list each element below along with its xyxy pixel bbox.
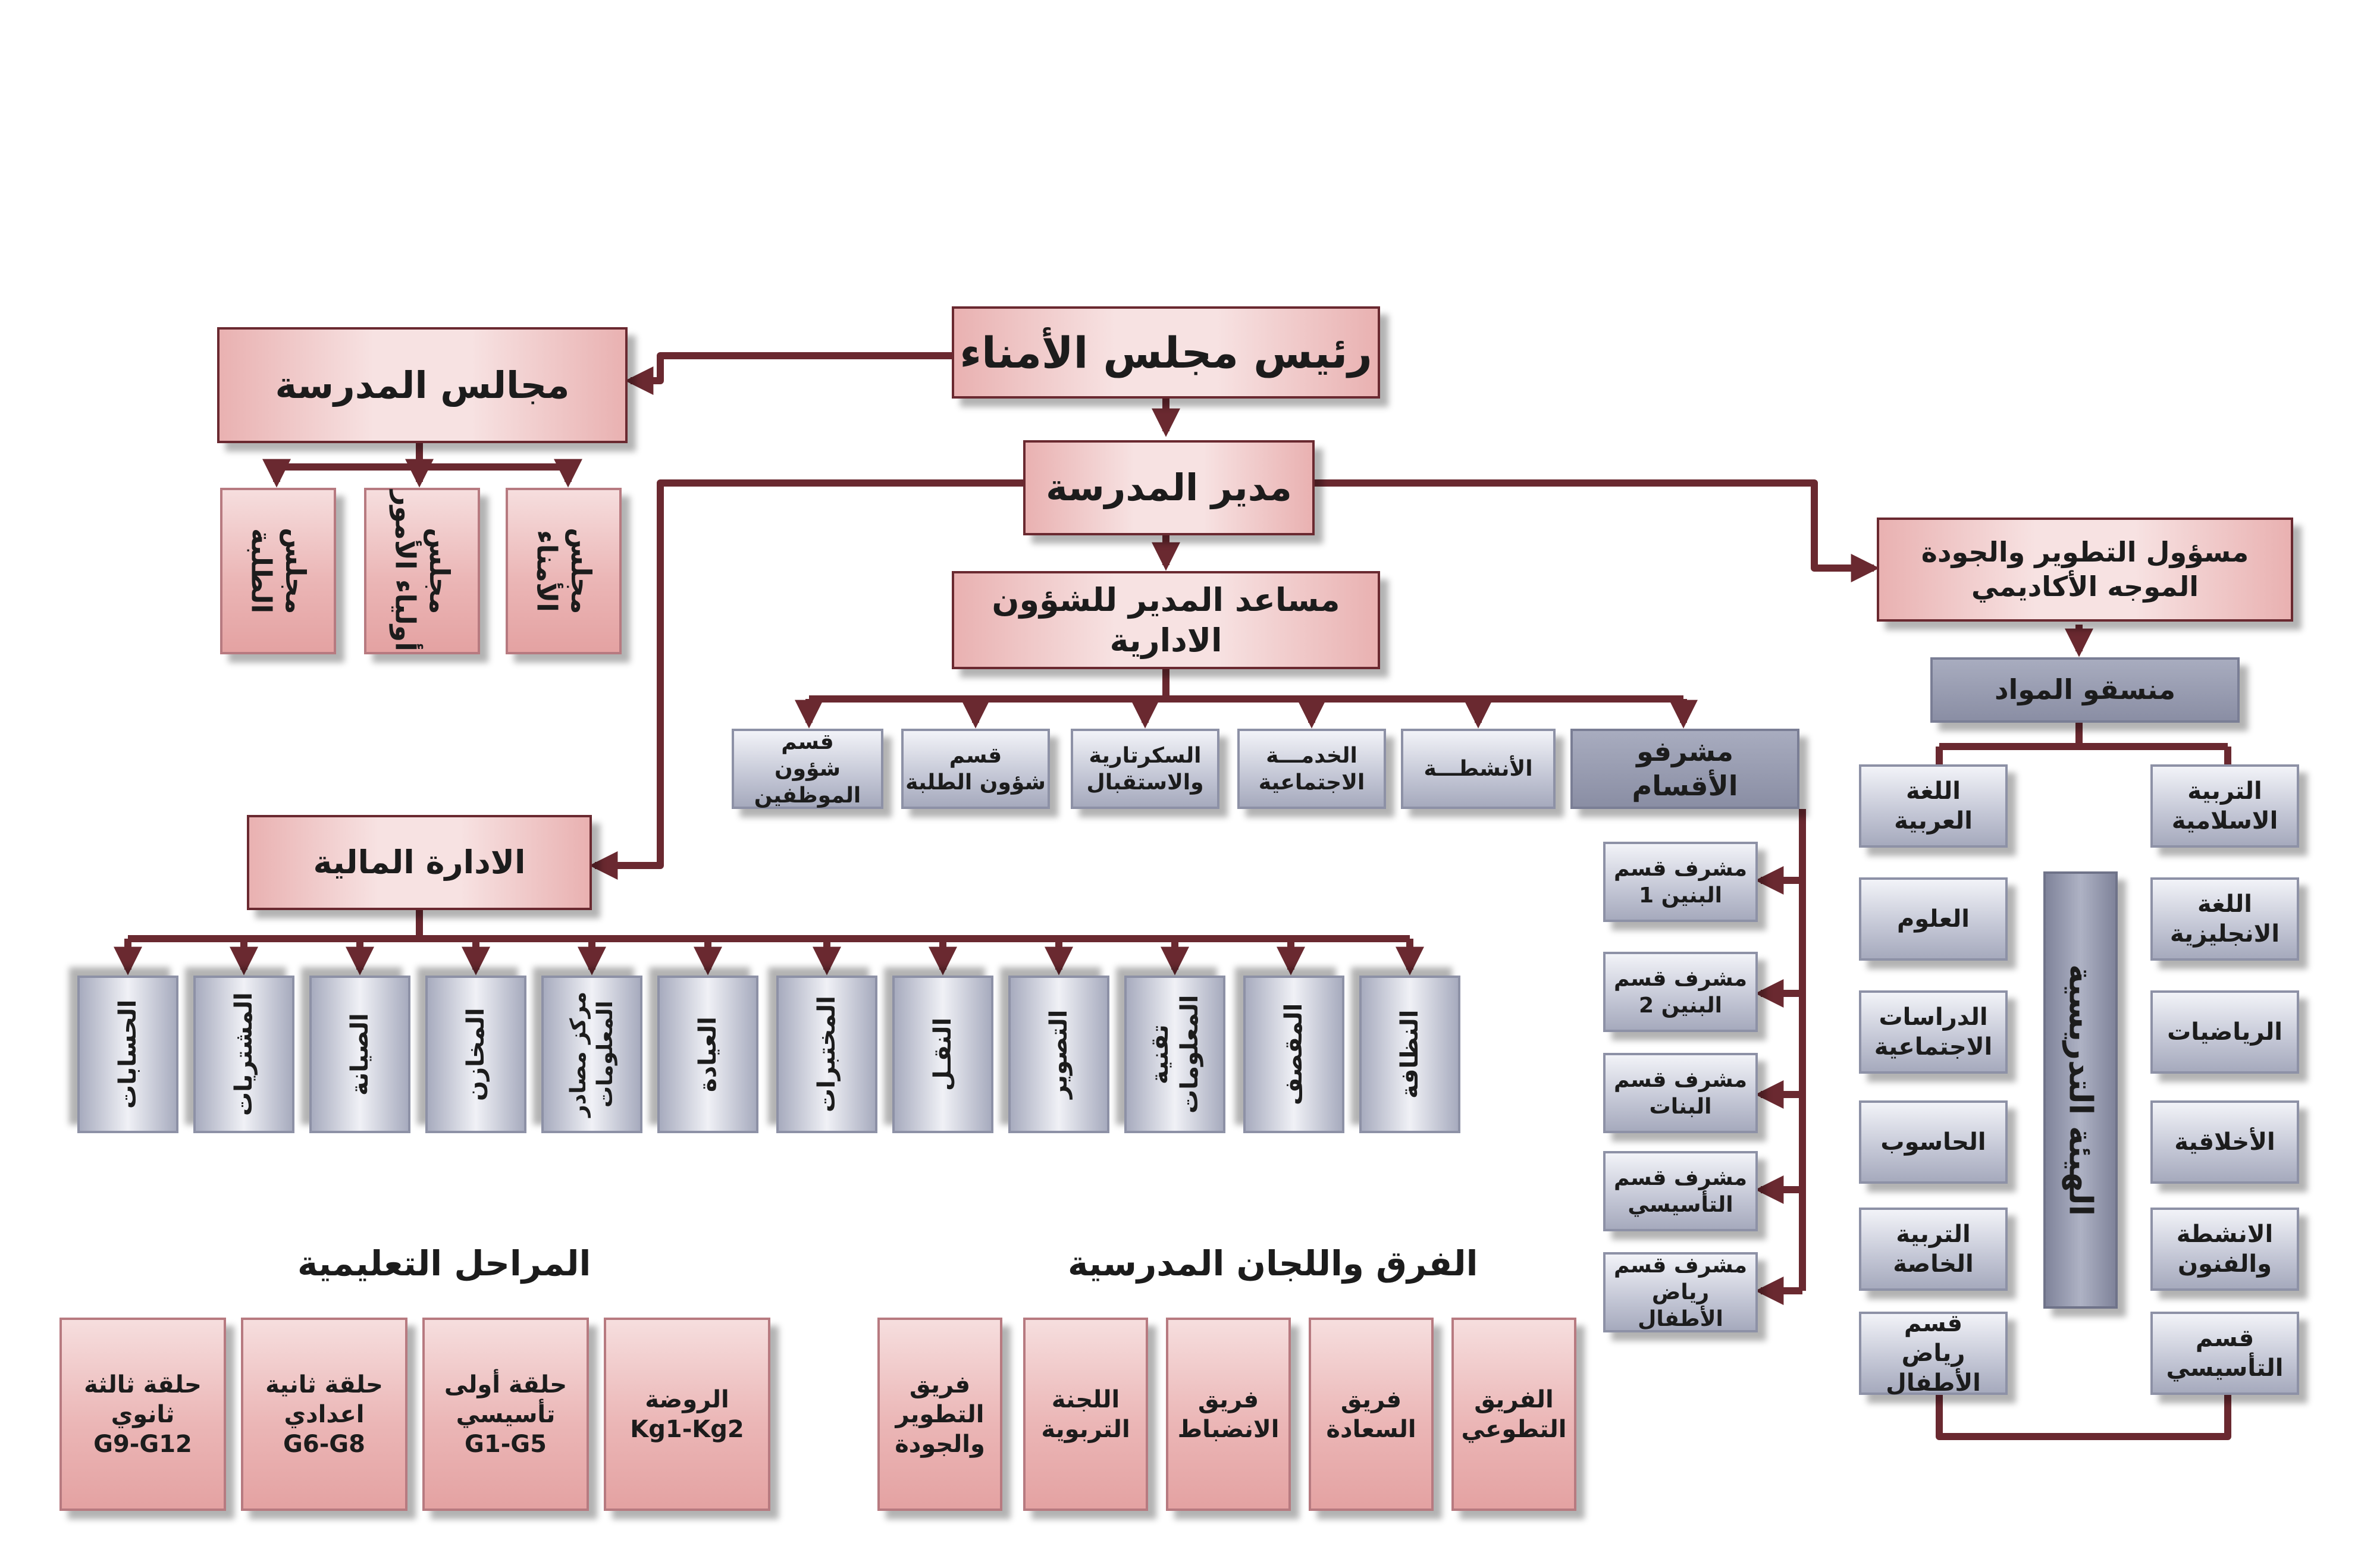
section-social-service: الخدمـــة الاجتماعية	[1237, 729, 1386, 809]
section-staff-affairs: قسم شؤون الموظفين	[732, 729, 883, 809]
financial-admin-box: الادارة المالية	[247, 815, 592, 910]
unit-accounts: الحسابات	[77, 976, 178, 1133]
teams-title: الفرق واللجان المدرسية	[1068, 1243, 1478, 1284]
section-student-affairs: قسم شؤون الطلبة	[901, 729, 1050, 809]
subject-math: الرياضيات	[2150, 990, 2299, 1074]
stage-cycle-1: حلقة أولى تأسيسي G1-G5	[422, 1318, 589, 1511]
team-discipline: فريق الانضباط	[1166, 1318, 1291, 1511]
subject-coordinators-box: منسقو المواد	[1930, 657, 2240, 723]
unit-photography: التصوير	[1008, 976, 1109, 1133]
principal-box: مدير المدرسة	[1023, 440, 1315, 535]
stage-kindergarten: الروضة Kg1-Kg2	[604, 1318, 770, 1511]
stages-title: المراحل التعليمية	[297, 1243, 591, 1284]
unit-clinic: العيادة	[657, 976, 758, 1133]
supervisor-kindergarten: مشرف قسم رياض الأطفال	[1603, 1252, 1758, 1332]
subject-foundation: قسم التأسيسي	[2150, 1312, 2299, 1395]
school-councils-box: مجالس المدرسة	[217, 327, 628, 443]
section-secretariat: السكرتارية والاستقبال	[1071, 729, 1219, 809]
team-happiness: فريق السعادة	[1309, 1318, 1434, 1511]
supervisor-boys-2: مشرف قسم البنين 2	[1603, 952, 1758, 1032]
council-students: مجلس الطلبة	[220, 488, 336, 654]
council-trustees: مجلس الأمناء	[506, 488, 622, 654]
subject-computer: الحاسوب	[1859, 1100, 2008, 1184]
unit-it: تقنية المعلومات	[1124, 976, 1225, 1133]
subject-islamic: التربية الاسلامية	[2150, 764, 2299, 848]
subject-english: اللغة الانجليزية	[2150, 877, 2299, 961]
chairman-box: رئيس مجلس الأمناء	[952, 306, 1380, 399]
council-parents: مجلس أولياء الأمور	[364, 488, 480, 654]
unit-resource-center: مركز مصادر المعلومات	[541, 976, 642, 1133]
subject-activities-arts: الانشطة والفنون	[2150, 1208, 2299, 1291]
development-quality-box: مسؤول التطوير والجودة الموجه الأكاديمي	[1877, 518, 2293, 622]
unit-labs: المختبرات	[776, 976, 877, 1133]
team-development-quality: فريق التطوير والجودة	[877, 1318, 1002, 1511]
assistant-principal-box: مساعد المدير للشؤون الادارية	[952, 571, 1380, 669]
stage-cycle-3: حلقة ثالثة ثانوي G9-G12	[59, 1318, 226, 1511]
subject-special-ed: التربية الخاصة	[1859, 1208, 2008, 1291]
subject-science: العلوم	[1859, 877, 2008, 961]
subject-kindergarten: قسم رياض الأطفال	[1859, 1310, 2008, 1397]
unit-transport: النقـل	[892, 976, 993, 1133]
subject-social-studies: الدراسات الاجتماعية	[1859, 990, 2008, 1074]
section-activities: الأنشطـــة	[1401, 729, 1556, 809]
committee-educational: اللجنة التربوية	[1023, 1318, 1148, 1511]
subject-arabic: اللغة العربية	[1859, 764, 2008, 848]
subject-ethics: الأخلاقية	[2150, 1100, 2299, 1184]
section-supervisors: مشرفو الأقسام	[1570, 729, 1799, 809]
supervisor-foundation: مشرف قسم التأسيسي	[1603, 1151, 1758, 1231]
stage-cycle-2: حلقة ثانية اعدادي G6-G8	[241, 1318, 407, 1511]
team-volunteer: الفريق التطوعي	[1451, 1318, 1576, 1511]
supervisor-girls: مشرف قسم البنات	[1603, 1053, 1758, 1133]
unit-purchasing: المشتريات	[193, 976, 294, 1133]
unit-stores: المخازن	[425, 976, 526, 1133]
unit-maintenance: الصيانة	[309, 976, 410, 1133]
unit-cleaning: النظافة	[1359, 976, 1460, 1133]
supervisor-boys-1: مشرف قسم البنين 1	[1603, 842, 1758, 922]
teaching-staff-box: الهيئة التدريسية	[2043, 871, 2118, 1309]
unit-canteen: المقصف	[1243, 976, 1344, 1133]
